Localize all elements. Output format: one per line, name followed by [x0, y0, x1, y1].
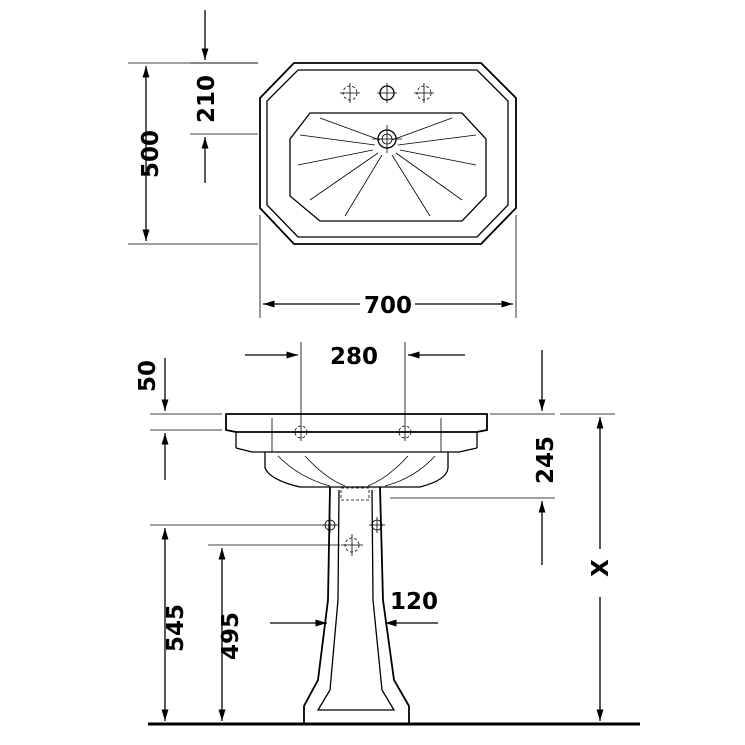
dim-label-120: 120: [390, 589, 438, 615]
dim-label-50: 50: [135, 360, 161, 392]
basin-rim-top: [266, 69, 509, 238]
pedestal-marker-right: [369, 517, 385, 533]
dim-label-245: 245: [533, 436, 559, 484]
front-view: 280 50 245 X 120: [135, 342, 640, 726]
bowl-front: [264, 452, 449, 488]
pedestal: [303, 486, 410, 725]
dim-label-500: 500: [138, 130, 164, 178]
dim-label-495: 495: [218, 612, 244, 660]
dim-label-280: 280: [330, 344, 378, 370]
basin-front-top: [225, 413, 488, 433]
dim-280: [245, 342, 465, 424]
dim-245: [390, 350, 555, 565]
top-view: 500 210 700: [128, 10, 517, 319]
dim-label-x: X: [588, 559, 614, 577]
pedestal-marker-left: [322, 517, 338, 533]
bowl-outline-top: [289, 112, 487, 222]
tap-hole-left-top: [340, 83, 360, 103]
dim-495: [208, 544, 340, 721]
bowl-ribs: [297, 117, 477, 217]
dim-label-545: 545: [163, 604, 189, 652]
supply-marker: [341, 534, 363, 556]
dim-label-700: 700: [364, 293, 412, 319]
bowl-front-ribs: [277, 455, 436, 487]
dim-50: [150, 358, 222, 480]
dim-700: [259, 215, 517, 318]
tap-marker-right-front: [396, 423, 414, 441]
dim-label-210: 210: [194, 75, 220, 123]
basin-outline-top: [259, 62, 517, 245]
dim-x: [560, 413, 615, 721]
dim-210: [190, 10, 258, 183]
tap-hole-center-top: [377, 83, 397, 103]
dim-545: [150, 524, 322, 721]
tap-marker-left-front: [292, 423, 310, 441]
tap-hole-right-top: [414, 83, 434, 103]
